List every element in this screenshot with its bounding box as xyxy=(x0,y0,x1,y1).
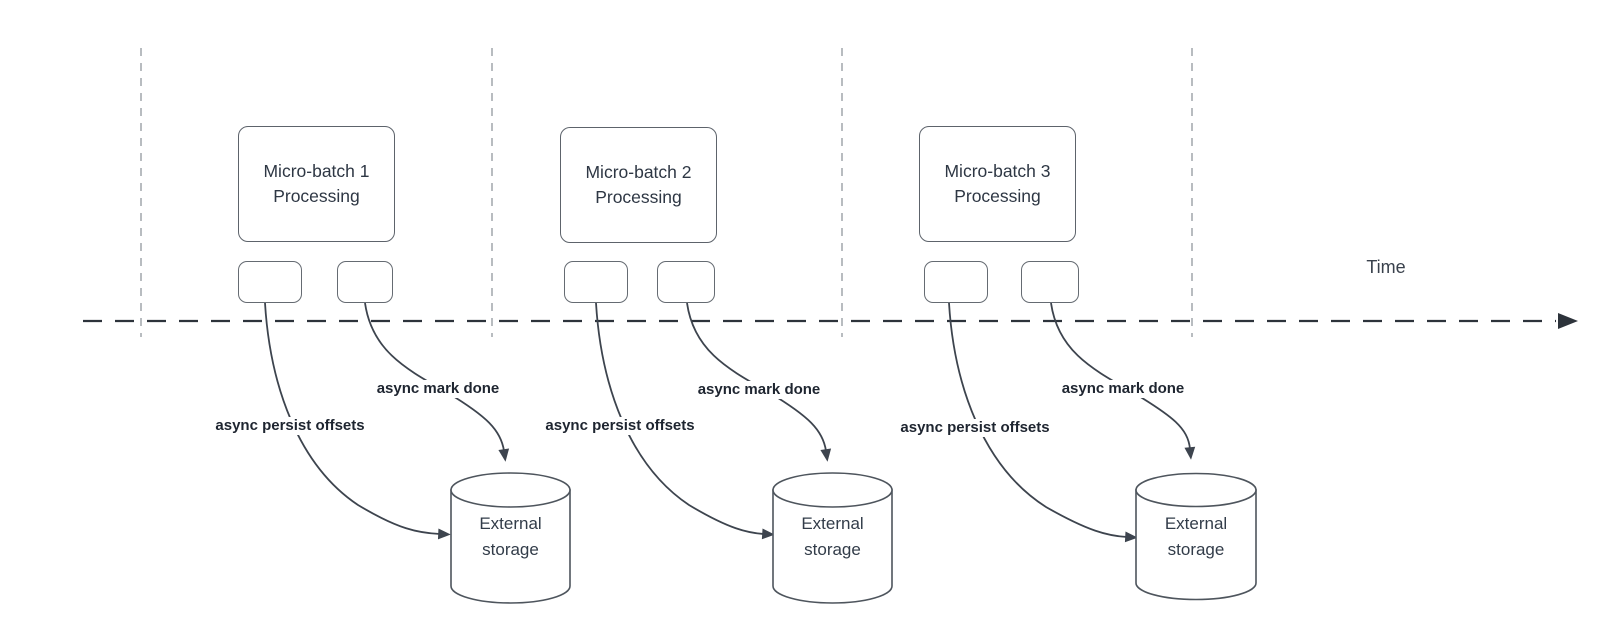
external-storage-label-2: External storage xyxy=(801,514,864,559)
mark-done-arrow-2 xyxy=(686,302,832,462)
mark-done-arrow-3 xyxy=(1050,302,1196,460)
persist-offsets-task-box-3 xyxy=(924,261,988,303)
storage-cylinder-1 xyxy=(450,472,571,604)
storage-cylinder-3 xyxy=(1135,472,1257,601)
time-axis-label: Time xyxy=(1366,257,1406,277)
async-mark-done-label-2: async mark done xyxy=(694,381,824,399)
microbatch-3-processing-box: Micro-batch 3 Processing xyxy=(919,126,1076,242)
microbatch-1-processing-box: Micro-batch 1 Processing xyxy=(238,126,395,242)
persist-offsets-task-box-2 xyxy=(564,261,628,303)
persist-offsets-arrow-1 xyxy=(264,302,451,540)
storage-cylinder-2 xyxy=(772,472,893,604)
time-axis-arrowhead-icon xyxy=(1558,313,1578,329)
external-storage-label-3: External storage xyxy=(1164,514,1228,559)
persist-offsets-arrow-3 xyxy=(948,302,1138,543)
async-persist-offsets-label-1: async persist offsets xyxy=(212,417,368,435)
mark-done-task-box-2 xyxy=(657,261,715,303)
mark-done-task-box-3 xyxy=(1021,261,1079,303)
mark-done-arrow-1 xyxy=(364,302,510,462)
external-storage-label-1: External storage xyxy=(479,514,542,559)
mark-done-task-box-1 xyxy=(337,261,393,303)
async-mark-done-label-3: async mark done xyxy=(1058,380,1188,398)
async-persist-offsets-label-2: async persist offsets xyxy=(542,417,698,435)
async-persist-offsets-label-3: async persist offsets xyxy=(897,419,1053,437)
microbatch-2-processing-box: Micro-batch 2 Processing xyxy=(560,127,717,243)
persist-offsets-arrow-2 xyxy=(595,302,775,540)
persist-offsets-task-box-1 xyxy=(238,261,302,303)
async-mark-done-label-1: async mark done xyxy=(373,380,503,398)
